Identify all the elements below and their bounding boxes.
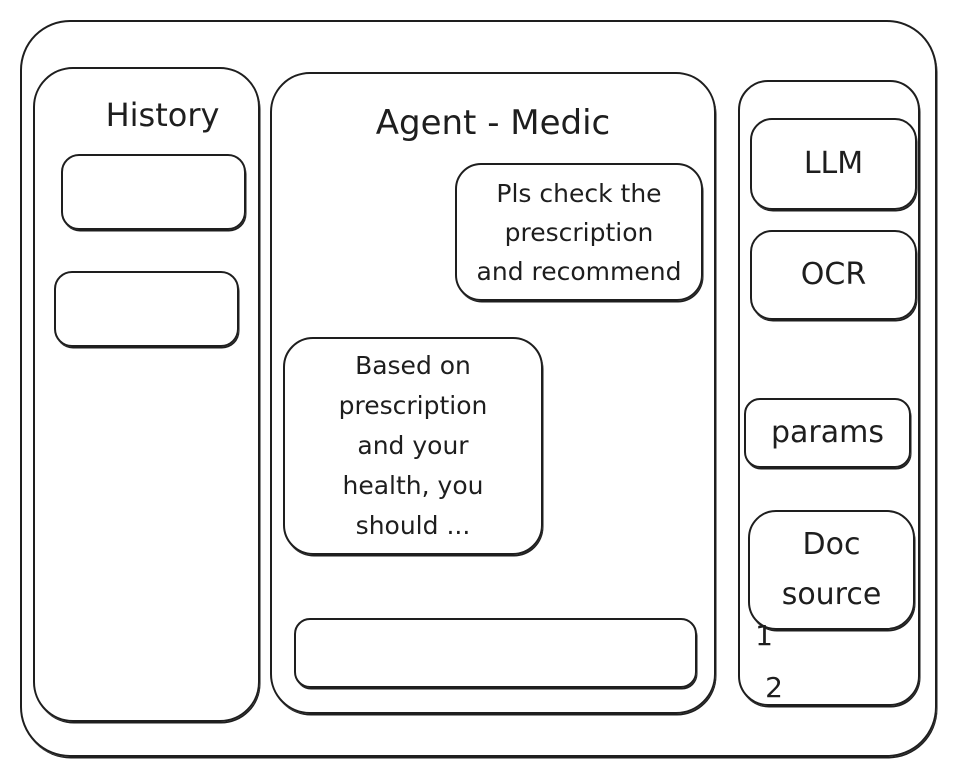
history-panel <box>33 67 260 722</box>
llm-button[interactable]: LLM <box>750 118 917 210</box>
page-title: Agent - Medic <box>375 103 611 143</box>
history-item[interactable] <box>61 154 246 230</box>
ocr-button[interactable]: OCR <box>750 230 917 320</box>
chat-input[interactable] <box>294 618 697 688</box>
user-message-bubble: Pls check the prescription and recommend <box>455 163 703 301</box>
doc-list-item[interactable]: 1 <box>755 619 773 652</box>
doc-list-item[interactable]: 2 <box>765 671 783 704</box>
chat-panel <box>270 72 716 714</box>
agent-message-bubble: Based on prescription and your health, y… <box>283 337 543 555</box>
params-button[interactable]: params <box>744 398 911 468</box>
app-window <box>20 20 937 757</box>
history-title: History <box>105 96 220 134</box>
history-item[interactable] <box>54 271 239 347</box>
doc-source-button[interactable]: Doc source <box>748 510 915 630</box>
settings-panel <box>738 80 920 706</box>
